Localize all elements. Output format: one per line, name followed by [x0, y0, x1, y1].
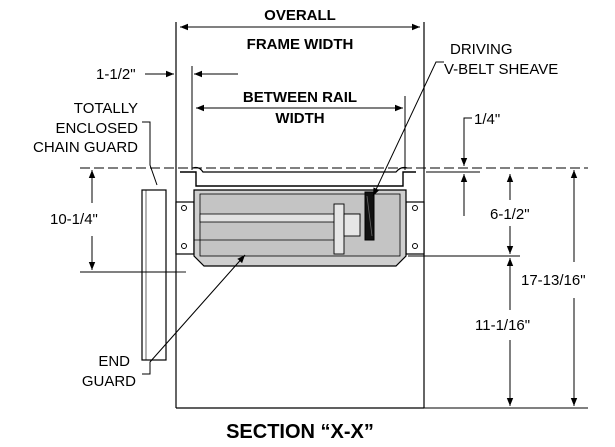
six-label: 6-1/2" — [490, 206, 530, 223]
offset-label: 1-1/2" — [96, 66, 136, 83]
conveyor-bed — [175, 166, 425, 267]
dim-between-rail-width — [196, 96, 406, 170]
chain-label-1: TOTALLY — [74, 100, 138, 117]
driving-label-2: V-BELT SHEAVE — [444, 61, 558, 78]
ten-label: 10-1/4" — [50, 211, 98, 228]
dim-quarter — [460, 117, 472, 216]
leader-chain-guard — [142, 121, 158, 186]
dim-offset — [145, 66, 238, 170]
driving-label-1: DRIVING — [450, 41, 513, 58]
chain-guard — [141, 189, 167, 361]
between-label-2: WIDTH — [275, 110, 324, 127]
eleven-label: 11-1/16" — [475, 317, 530, 334]
chain-label-2: ENCLOSED — [55, 120, 138, 137]
seventeen-label: 17-13/16" — [521, 272, 586, 289]
between-label-1: BETWEEN RAIL — [243, 89, 357, 106]
end-label-2: GUARD — [82, 373, 136, 390]
quarter-label: 1/4" — [474, 111, 500, 128]
chain-label-3: CHAIN GUARD — [33, 139, 138, 156]
extension-lines — [80, 167, 588, 409]
overall-label-2: FRAME WIDTH — [247, 36, 354, 53]
end-label-1: END — [98, 353, 130, 370]
leader-end-guard — [142, 254, 246, 375]
overall-label-1: OVERALL — [264, 7, 336, 24]
leader-driving-sheave — [372, 61, 444, 197]
section-title: SECTION “X-X” — [226, 421, 374, 443]
